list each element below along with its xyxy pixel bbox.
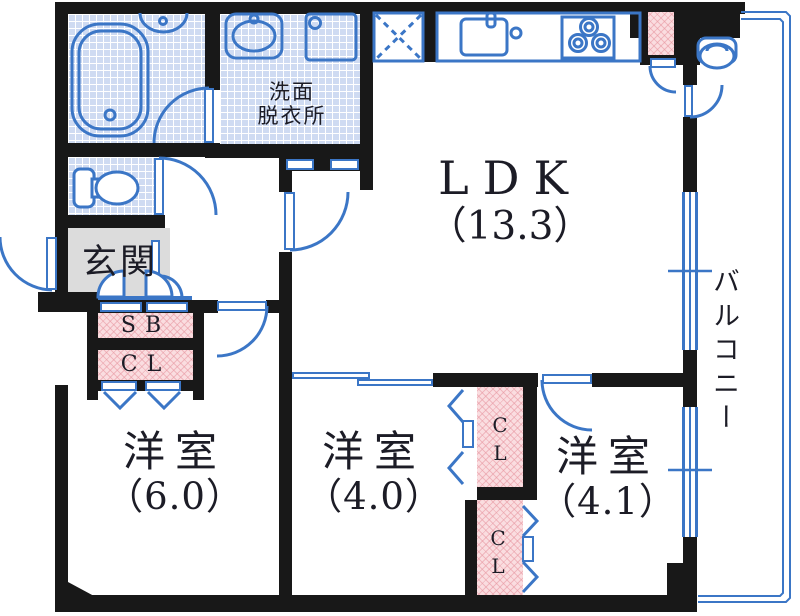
wall [55,595,697,612]
wall [193,300,204,400]
wall [592,373,683,387]
bedroom41-balcony-window [682,407,698,537]
wall [55,385,68,612]
wall [55,2,745,14]
fridge-space-icon [372,11,425,63]
kitchen-sink-icon [459,11,523,57]
hall-closet-area [98,350,193,380]
bedroom41-door-leaf [542,374,592,384]
ldk-name: LDK [438,151,582,205]
wall [205,144,373,158]
kitchen-counter-icon [435,11,642,63]
wall [683,65,697,85]
toilet-door-leaf [154,158,164,215]
hall-closet-door-slot [101,381,137,391]
shoe-box-area [98,313,193,338]
washroom-label: 洗面 脱衣所 [238,80,346,128]
wall [205,12,220,90]
pipe-space-area [648,12,674,55]
hall-closet-door-slot [145,381,181,391]
closet-upper-label: CL [488,413,512,469]
wall [667,563,697,612]
wall [38,292,98,312]
washroom-label-line1: 洗面 [269,80,315,104]
shoe-box-door-slot [146,302,188,312]
wall [477,487,537,500]
shoe-box-door-slot [100,302,142,312]
wall [465,500,477,600]
ldk-door-leaf [284,192,295,250]
bedroom40-size: （4.0） [305,475,443,519]
wall [683,350,697,407]
wall [55,143,220,157]
kitchen-balcony-door-leaf [650,58,676,68]
ldk-balcony-window [682,192,698,350]
bedroom6-door-leaf [217,301,267,311]
closet-upper-area [477,385,523,487]
wall [423,12,437,62]
closet-upper-door-slot [462,420,474,448]
bedroom6-name: 洋室 [122,427,227,476]
toilet-floor [68,157,160,215]
wall [523,385,537,487]
balcony-wc-door-leaf [684,85,693,117]
bedroom41-name: 洋室 [555,432,660,481]
wall [433,373,538,387]
wall [55,215,165,228]
front-door-leaf [46,237,57,290]
room-label-bedroom40: 洋室 （4.0） [288,427,460,519]
entrance-step-line [98,296,192,300]
gas-stove-icon [560,15,616,60]
bathroom-floor [68,14,205,144]
washroom-sliding-door [330,159,359,170]
bedroom40-name: 洋室 [321,427,426,476]
washroom-label-line2: 脱衣所 [257,104,327,129]
bedroom6-size: （6.0） [106,475,244,519]
wall-chamfer [68,582,94,596]
wall [683,537,697,567]
hall-closet-label: CL [120,352,171,377]
bedroom40-sliding-door [357,379,433,386]
slop-sink-toilet-icon [696,36,738,70]
wall [683,117,697,192]
room-label-bedroom6: 洋室 （6.0） [85,427,265,519]
ldk-size: （13.3） [427,203,593,249]
shoe-box-label: SB [120,313,171,338]
wall [87,338,204,350]
room-label-ldk: LDK （13.3） [395,152,625,250]
wall [360,2,373,190]
bedroom41-size: （4.1） [539,480,677,524]
bath-door-leaf [204,88,214,143]
balcony-label: バルコニー [708,267,740,437]
closet-lower-label: CL [486,525,510,582]
room-label-bedroom41: 洋室 （4.1） [518,432,698,524]
bedroom40-sliding-door [292,372,370,379]
closet-lower-door-slot [522,536,534,562]
wall [204,300,218,313]
wall [87,312,98,400]
wall [279,252,292,612]
entrance-label: 玄関 [81,243,158,283]
closet-lower-area [477,500,523,600]
washroom-sliding-door [286,159,314,170]
